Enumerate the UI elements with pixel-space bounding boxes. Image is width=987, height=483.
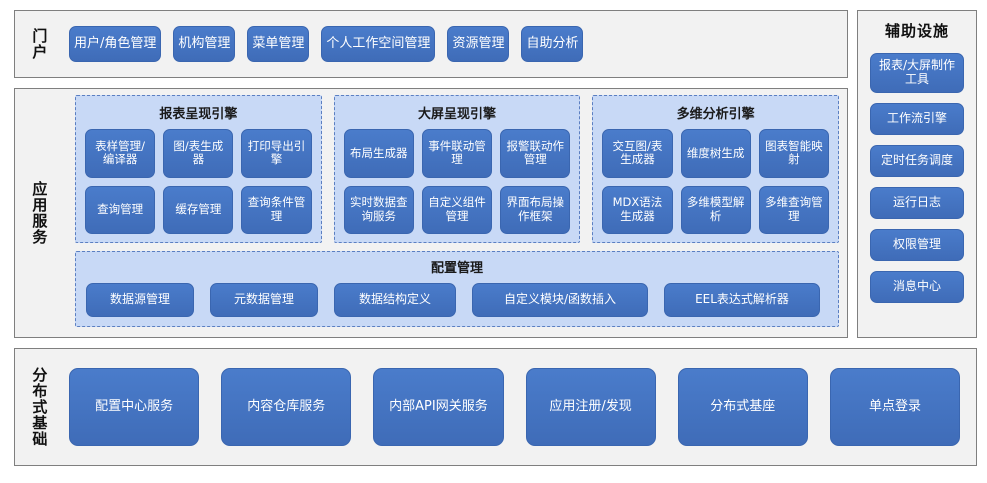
engine-bigscreen-item-layout-framework[interactable]: 界面布局操作框架: [500, 185, 571, 234]
engine-multidim-item-dimension-tree[interactable]: 维度树生成: [680, 129, 751, 178]
engine-multidim-title: 多维分析引擎: [676, 107, 755, 122]
portal-item-org[interactable]: 机构管理: [173, 26, 236, 62]
aux-panel-title: 辅助设施: [884, 22, 949, 40]
dist-item-internal-api-gateway[interactable]: 内部API网关服务: [373, 368, 504, 446]
portal-button-row: 用户/角色管理 机构管理 菜单管理 个人工作空间管理 资源管理 自助分析: [63, 11, 839, 77]
portal-item-user-role[interactable]: 用户/角色管理: [69, 26, 162, 62]
dist-item-config-center[interactable]: 配置中心服务: [69, 368, 200, 446]
engine-report-title: 报表呈现引擎: [159, 107, 238, 122]
aux-item-workflow-engine[interactable]: 工作流引擎: [870, 103, 964, 135]
engine-bigscreen-grid: 布局生成器 事件联动管理 报警联动作管理 实时数据查询服务 自定义组件管理 界面…: [343, 129, 571, 234]
engine-multidim-item-chart-mapping[interactable]: 图表智能映射: [758, 129, 830, 178]
engine-bigscreen-item-custom-component[interactable]: 自定义组件管理: [421, 185, 493, 234]
engine-multidim-item-query-management[interactable]: 多维查询管理: [758, 185, 830, 234]
config-management-row: 数据源管理 元数据管理 数据结构定义 自定义模块/函数插入 EEL表达式解析器: [86, 281, 828, 318]
engine-multidim-item-mdx-generator[interactable]: MDX语法生成器: [602, 185, 673, 234]
engine-report-item-print-export[interactable]: 打印导出引擎: [241, 129, 312, 178]
dist-item-distributed-base[interactable]: 分布式基座: [677, 368, 808, 446]
config-management-box: 配置管理 数据源管理 元数据管理 数据结构定义 自定义模块/函数插入 EEL表达…: [75, 251, 839, 327]
config-item-datasource[interactable]: 数据源管理: [86, 282, 194, 317]
engine-report-rendering: 报表呈现引擎 表样管理/编译器 图/表生成器 打印导出引擎 查询管理 缓存管理 …: [75, 95, 322, 243]
config-item-data-structure[interactable]: 数据结构定义: [334, 282, 456, 317]
engines-row: 报表呈现引擎 表样管理/编译器 图/表生成器 打印导出引擎 查询管理 缓存管理 …: [75, 95, 840, 243]
application-services-panel: 应用服务 报表呈现引擎 表样管理/编译器 图/表生成器 打印导出引擎 查询管理 …: [14, 88, 848, 338]
engine-bigscreen-title: 大屏呈现引擎: [418, 107, 497, 122]
application-services-label: 应用服务: [30, 181, 49, 245]
engine-report-item-template-compiler[interactable]: 表样管理/编译器: [85, 129, 156, 178]
engine-bigscreen-item-event-linkage[interactable]: 事件联动管理: [421, 129, 493, 178]
aux-item-list: 报表/大屏制作工具 工作流引擎 定时任务调度 运行日志 权限管理 消息中心: [858, 53, 976, 303]
distributed-foundation-label: 分布式基础: [30, 367, 49, 447]
config-item-custom-module-function[interactable]: 自定义模块/函数插入: [472, 282, 648, 317]
config-item-eel-expression-parser[interactable]: EEL表达式解析器: [664, 282, 820, 317]
dist-item-single-sign-on[interactable]: 单点登录: [829, 368, 961, 446]
dist-item-content-repository[interactable]: 内容仓库服务: [221, 368, 352, 446]
engine-multidim-grid: 交互图/表生成器 维度树生成 图表智能映射 MDX语法生成器 多维模型解析 多维…: [602, 129, 830, 234]
dist-item-app-registry-discovery[interactable]: 应用注册/发现: [525, 368, 656, 446]
aux-item-message-center[interactable]: 消息中心: [870, 271, 964, 303]
engine-report-item-cache-management[interactable]: 缓存管理: [163, 185, 234, 234]
portal-section-label: 门户: [30, 28, 49, 60]
engine-report-grid: 表样管理/编译器 图/表生成器 打印导出引擎 查询管理 缓存管理 查询条件管理: [85, 129, 312, 234]
engine-report-item-query-management[interactable]: 查询管理: [85, 185, 156, 234]
engine-bigscreen-item-realtime-query[interactable]: 实时数据查询服务: [343, 185, 414, 234]
application-services-body: 报表呈现引擎 表样管理/编译器 图/表生成器 打印导出引擎 查询管理 缓存管理 …: [63, 95, 840, 331]
portal-item-self-service-analysis[interactable]: 自助分析: [521, 26, 584, 62]
config-management-title: 配置管理: [430, 261, 483, 276]
engine-bigscreen-item-layout-generator[interactable]: 布局生成器: [343, 129, 414, 178]
distributed-button-row: 配置中心服务 内容仓库服务 内部API网关服务 应用注册/发现 分布式基座 单点…: [63, 349, 966, 465]
engine-bigscreen-item-alarm-action[interactable]: 报警联动作管理: [500, 129, 571, 178]
aux-item-report-screen-tool[interactable]: 报表/大屏制作工具: [870, 53, 964, 93]
portal-panel: 门户 用户/角色管理 机构管理 菜单管理 个人工作空间管理 资源管理 自助分析: [14, 10, 848, 78]
engine-multidimensional-analysis: 多维分析引擎 交互图/表生成器 维度树生成 图表智能映射 MDX语法生成器 多维…: [592, 95, 840, 243]
aux-item-runtime-log[interactable]: 运行日志: [870, 187, 964, 219]
engine-multidim-item-interactive-chart[interactable]: 交互图/表生成器: [602, 129, 673, 178]
aux-item-permission-management[interactable]: 权限管理: [870, 229, 964, 261]
portal-item-menu[interactable]: 菜单管理: [247, 26, 310, 62]
portal-item-resource[interactable]: 资源管理: [447, 26, 510, 62]
engine-report-item-chart-generator[interactable]: 图/表生成器: [163, 129, 234, 178]
distributed-foundation-panel: 分布式基础 配置中心服务 内容仓库服务 内部API网关服务 应用注册/发现 分布…: [14, 348, 977, 466]
engine-bigscreen-rendering: 大屏呈现引擎 布局生成器 事件联动管理 报警联动作管理 实时数据查询服务 自定义…: [333, 95, 581, 243]
config-item-metadata[interactable]: 元数据管理: [210, 282, 318, 317]
engine-multidim-item-model-parsing[interactable]: 多维模型解析: [680, 185, 751, 234]
engine-report-item-query-condition[interactable]: 查询条件管理: [241, 185, 312, 234]
aux-item-scheduled-task[interactable]: 定时任务调度: [870, 145, 964, 177]
aux-facilities-panel: 辅助设施 报表/大屏制作工具 工作流引擎 定时任务调度 运行日志 权限管理 消息…: [857, 10, 977, 338]
portal-item-workspace[interactable]: 个人工作空间管理: [321, 26, 436, 62]
